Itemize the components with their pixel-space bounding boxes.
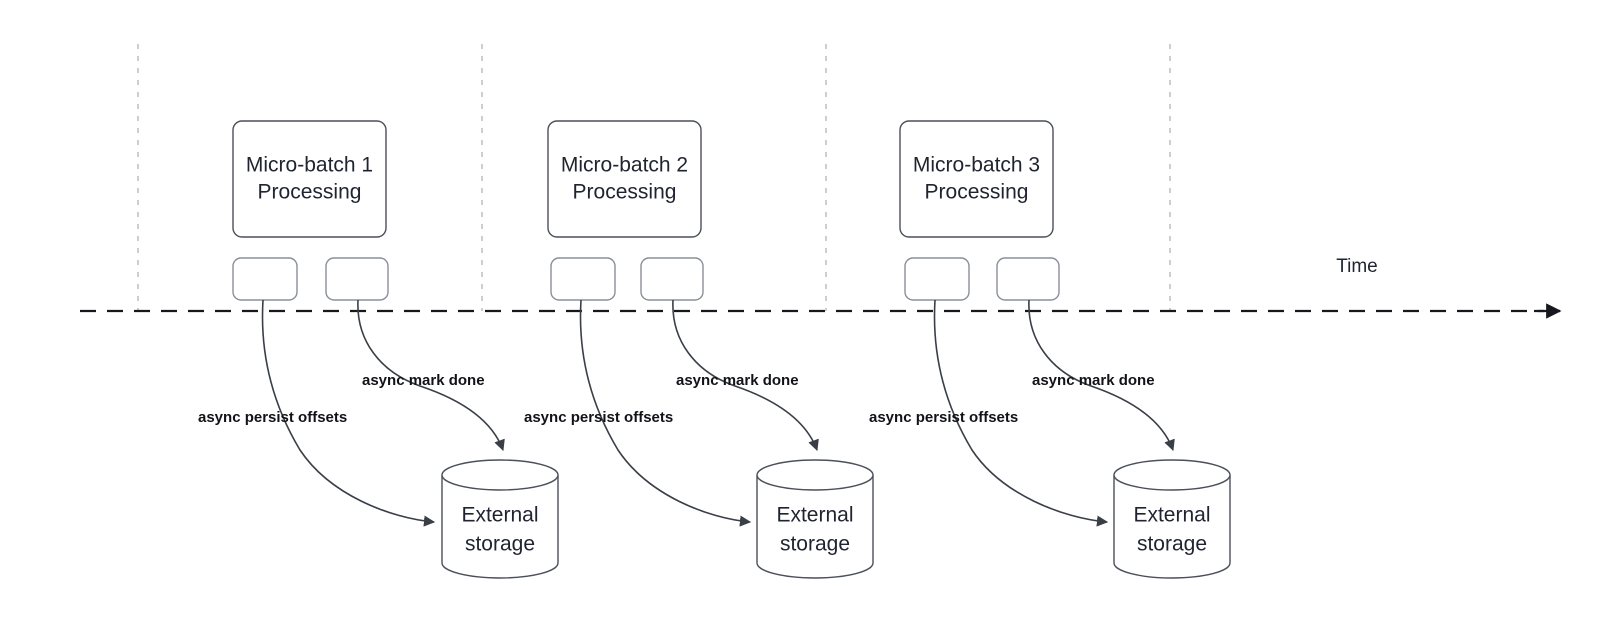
micro-batch-label-line2-2: Processing — [573, 181, 677, 204]
storage-label-line1-3: External — [1133, 504, 1210, 527]
edge-path-markdone-1 — [357, 299, 505, 452]
edge-label-markdone-1: async mark done — [362, 372, 485, 389]
storage-cylinder-body-2[interactable] — [756, 475, 874, 579]
micro-batch-label-line1-2: Micro-batch 2 — [561, 154, 688, 177]
storage-label-line2-1: storage — [465, 533, 535, 556]
task-box-3-2[interactable] — [996, 257, 1060, 301]
edge-path-markdone-2 — [672, 299, 819, 452]
micro-batch-label-line2-3: Processing — [925, 181, 1029, 204]
edge-label-markdone-3: async mark done — [1032, 372, 1155, 389]
edge-path-persist-2 — [579, 299, 752, 527]
edge-label-persist-1: async persist offsets — [198, 409, 347, 426]
edge-label-persist-3: async persist offsets — [869, 409, 1018, 426]
edge-label-persist-2: async persist offsets — [524, 409, 673, 426]
micro-batch-box-3[interactable] — [899, 120, 1054, 238]
task-box-1-1[interactable] — [232, 257, 298, 301]
micro-batch-label-line1-3: Micro-batch 3 — [913, 154, 1040, 177]
micro-batch-box-2[interactable] — [547, 120, 702, 238]
storage-cylinder-top-2[interactable] — [756, 459, 874, 491]
task-box-1-2[interactable] — [325, 257, 389, 301]
storage-label-line1-1: External — [461, 504, 538, 527]
storage-label-line2-2: storage — [780, 533, 850, 556]
task-box-3-1[interactable] — [904, 257, 970, 301]
edge-path-markdone-3 — [1028, 299, 1175, 452]
storage-cylinder-top-3[interactable] — [1113, 459, 1231, 491]
task-box-2-1[interactable] — [550, 257, 616, 301]
storage-label-line1-2: External — [776, 504, 853, 527]
edge-label-markdone-2: async mark done — [676, 372, 799, 389]
micro-batch-label-line2-1: Processing — [258, 181, 362, 204]
storage-label-line2-3: storage — [1137, 533, 1207, 556]
storage-cylinder-body-3[interactable] — [1113, 475, 1231, 579]
edge-path-persist-1 — [261, 299, 436, 527]
storage-cylinder-top-1[interactable] — [441, 459, 559, 491]
edge-path-persist-3 — [933, 299, 1109, 527]
timeline-axis-label: Time — [1336, 256, 1378, 277]
storage-cylinder-body-1[interactable] — [441, 475, 559, 579]
micro-batch-label-line1-1: Micro-batch 1 — [246, 154, 373, 177]
task-box-2-2[interactable] — [640, 257, 704, 301]
micro-batch-box-1[interactable] — [232, 120, 387, 238]
